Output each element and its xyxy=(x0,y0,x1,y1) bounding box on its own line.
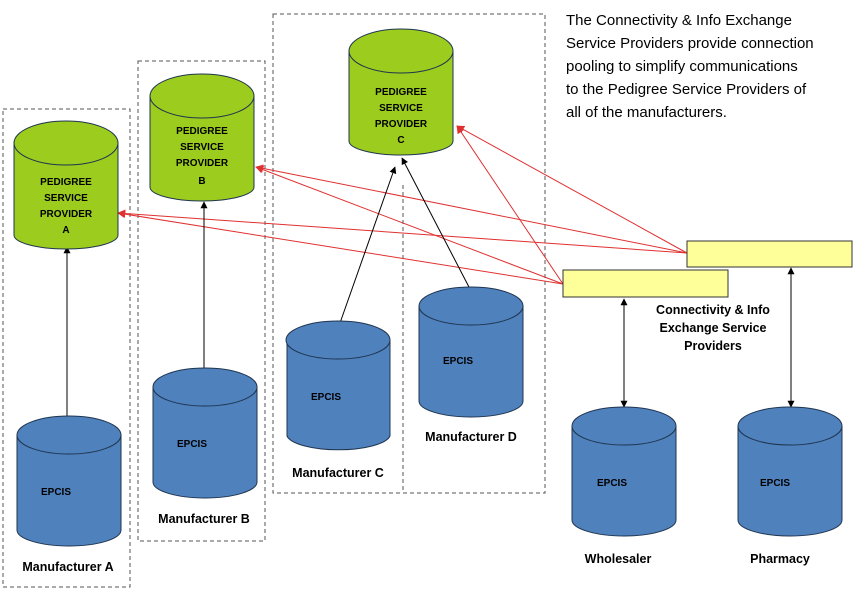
connectivity-label-line-1: Connectivity & Info xyxy=(656,303,770,317)
epcis-d: EPCIS xyxy=(418,286,524,418)
red-arrow-5 xyxy=(255,165,564,285)
pedigree-b-line-2: SERVICE xyxy=(180,142,224,153)
pedigree-b-line-3: PROVIDER xyxy=(176,158,229,169)
description-line-5: all of the manufacturers. xyxy=(566,104,727,121)
pedigree-b-line-4: B xyxy=(198,176,205,187)
pharmacy-label: Pharmacy xyxy=(750,552,810,566)
epcis-pharmacy: EPCIS xyxy=(737,406,843,537)
connectivity-provider-1 xyxy=(562,269,729,298)
wholesaler-label: Wholesaler xyxy=(585,552,652,566)
pedigree-c-line-3: PROVIDER xyxy=(375,119,428,130)
pedigree-b-line-1: PEDIGREE xyxy=(176,126,228,137)
red-arrow-1 xyxy=(117,209,688,254)
epcis-d-label: EPCIS xyxy=(443,356,473,367)
pedigree-a-line-3: PROVIDER xyxy=(40,209,93,220)
description-text: The Connectivity & Info Exchange Service… xyxy=(566,12,814,121)
connectivity-provider-2 xyxy=(686,240,853,268)
pedigree-a-line-1: PEDIGREE xyxy=(40,177,92,188)
arrow-epcis-d-to-pedigree-c xyxy=(401,157,471,290)
manufacturer-b-label: Manufacturer B xyxy=(158,512,250,526)
pedigree-a-line-4: A xyxy=(62,225,69,236)
red-arrows xyxy=(117,125,688,285)
manufacturer-b-box xyxy=(137,60,266,542)
epcis-wholesaler: EPCIS xyxy=(571,406,677,537)
pedigree-provider-a: PEDIGREE SERVICE PROVIDER A xyxy=(13,120,119,250)
manufacturer-cd-box xyxy=(272,13,546,494)
description-line-3: pooling to simplify communications xyxy=(566,58,798,75)
epcis-wholesaler-label: EPCIS xyxy=(597,478,627,489)
epcis-c: EPCIS xyxy=(285,320,391,451)
epcis-a: EPCIS xyxy=(16,415,122,547)
epcis-c-label: EPCIS xyxy=(311,392,341,403)
manufacturer-a-box xyxy=(2,108,131,588)
red-arrow-4 xyxy=(117,210,564,285)
red-arrow-2 xyxy=(255,164,688,254)
manufacturer-c-label: Manufacturer C xyxy=(292,466,384,480)
pedigree-provider-b: PEDIGREE SERVICE PROVIDER B xyxy=(149,73,255,202)
pedigree-provider-c: PEDIGREE SERVICE PROVIDER C xyxy=(348,28,454,156)
description-line-1: The Connectivity & Info Exchange xyxy=(566,12,792,29)
epcis-b: EPCIS xyxy=(152,367,258,499)
red-arrow-6 xyxy=(456,125,564,285)
pedigree-c-line-4: C xyxy=(397,135,404,146)
manufacturer-d-label: Manufacturer D xyxy=(425,430,517,444)
arrow-epcis-c-to-pedigree-c xyxy=(339,166,397,324)
description-line-2: Service Providers provide connection xyxy=(566,35,814,52)
manufacturer-a-label: Manufacturer A xyxy=(22,560,113,574)
epcis-b-label: EPCIS xyxy=(177,439,207,450)
pedigree-a-line-2: SERVICE xyxy=(44,193,88,204)
pedigree-c-line-1: PEDIGREE xyxy=(375,87,427,98)
epcis-pharmacy-label: EPCIS xyxy=(760,478,790,489)
red-arrow-3 xyxy=(456,125,688,254)
epcis-a-label: EPCIS xyxy=(41,487,71,498)
description-line-4: to the Pedigree Service Providers of xyxy=(566,81,807,98)
pedigree-c-line-2: SERVICE xyxy=(379,103,423,114)
connectivity-label-line-2: Exchange Service xyxy=(659,321,766,335)
connectivity-label-line-3: Providers xyxy=(684,339,742,353)
